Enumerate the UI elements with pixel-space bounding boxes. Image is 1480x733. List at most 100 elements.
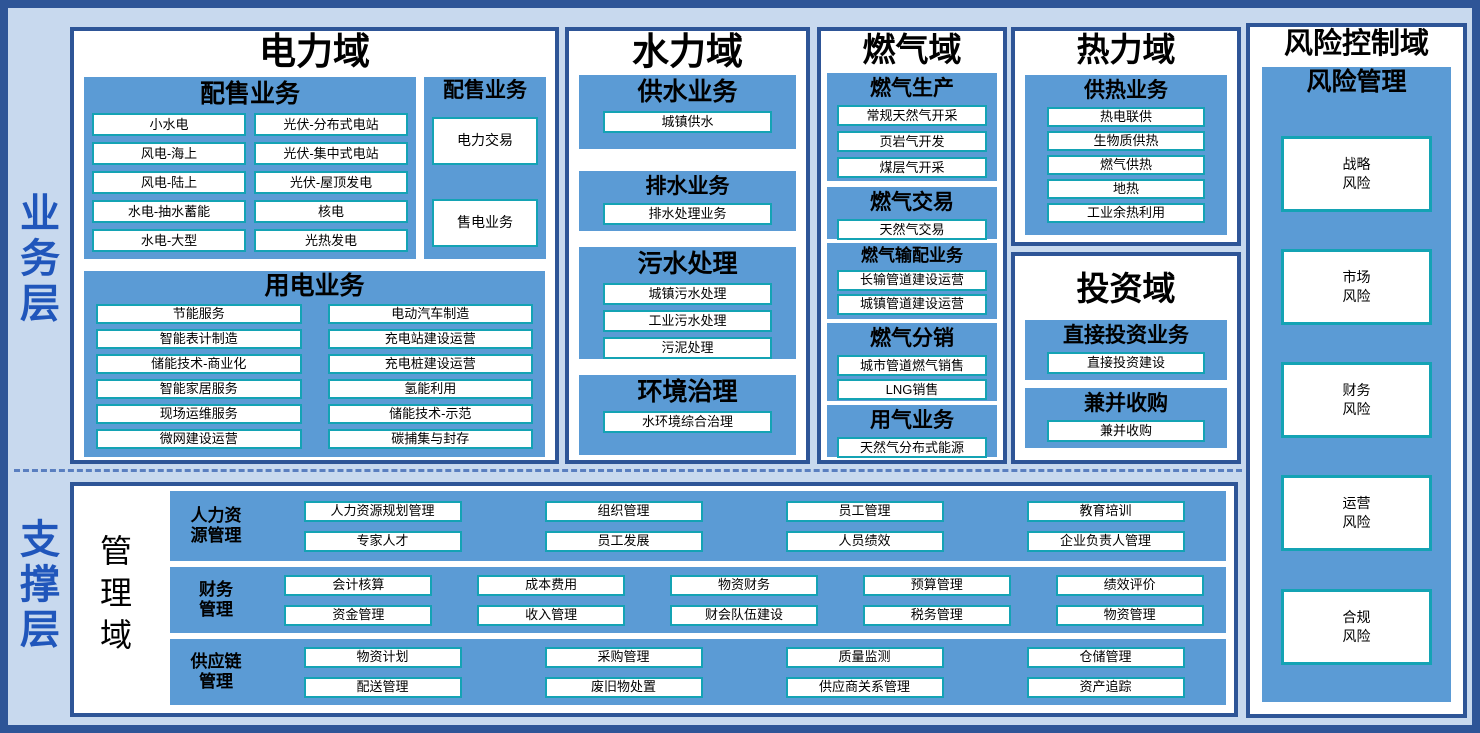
power-gen-grid: 小水电 光伏-分布式电站 风电-海上 光伏-集中式电站 风电-陆上 光伏-屋顶发… bbox=[84, 110, 416, 258]
block-title: 供热业务 bbox=[1084, 79, 1168, 102]
gas-domain-panel: 燃气域 燃气生产 常规天然气开采 页岩气开发 煤层气开采 燃气交易 天然气交易 … bbox=[817, 27, 1007, 464]
heat-domain-title: 热力域 bbox=[1076, 31, 1176, 68]
capability-item: 节能服务 bbox=[96, 304, 302, 325]
capability-item: 工业污水处理 bbox=[602, 310, 773, 333]
capability-item: 收入管理 bbox=[477, 604, 626, 626]
capability-item: 组织管理 bbox=[544, 500, 703, 522]
risk-item: 市场 风险 bbox=[1280, 248, 1433, 325]
row-columns: 会计核算 资金管理 成本费用 收入管理 物资财务 财会队伍建设 预算管理 税务管… bbox=[262, 574, 1226, 626]
capability-item: 教育培训 bbox=[1026, 500, 1185, 522]
capability-item: 企业负责人管理 bbox=[1026, 530, 1185, 552]
capability-item: 会计核算 bbox=[284, 574, 433, 596]
capability-item: 氢能利用 bbox=[327, 379, 533, 400]
block-title: 燃气交易 bbox=[870, 191, 954, 214]
capability-item: 光伏-分布式电站 bbox=[254, 113, 408, 137]
risk-control-domain-panel: 风险控制域 风险管理 战略 风险 市场 风险 财务 风险 运营 风险 合规 风险 bbox=[1246, 23, 1467, 718]
item-column: 教育培训 企业负责人管理 bbox=[1026, 500, 1185, 552]
power-gen-block-title: 配售业务 bbox=[199, 80, 300, 108]
capability-item: 煤层气开采 bbox=[837, 157, 987, 179]
capability-item: 质量监测 bbox=[785, 646, 944, 668]
capability-item: 热电联供 bbox=[1047, 107, 1205, 128]
item-column: 仓储管理 资产追踪 bbox=[1026, 646, 1185, 698]
capability-item: 水环境综合治理 bbox=[602, 411, 773, 434]
capability-item: 碳捕集与封存 bbox=[327, 429, 533, 450]
capability-item: 绩效评价 bbox=[1055, 574, 1204, 596]
item-column: 物资财务 财会队伍建设 bbox=[669, 574, 818, 626]
capability-item: 光伏-集中式电站 bbox=[254, 142, 408, 166]
investment-domain-title: 投资域 bbox=[1076, 270, 1176, 307]
capability-item: 常规天然气开采 bbox=[837, 105, 987, 127]
item-column: 成本费用 收入管理 bbox=[477, 574, 626, 626]
row-label: 财务 管理 bbox=[199, 579, 233, 619]
capability-item: 物资管理 bbox=[1055, 604, 1204, 626]
capability-item: 光热发电 bbox=[254, 229, 408, 253]
gas-usage-block: 用气业务 天然气分布式能源 bbox=[827, 405, 997, 459]
water-domain-title: 水力域 bbox=[632, 31, 743, 72]
capability-item: 储能技术-商业化 bbox=[96, 354, 302, 375]
capability-item: 成本费用 bbox=[477, 574, 626, 596]
risk-item: 战略 风险 bbox=[1280, 135, 1433, 212]
capability-item: 微网建设运营 bbox=[96, 429, 302, 450]
capability-item: 专家人才 bbox=[303, 530, 462, 552]
capability-item: 风电-海上 bbox=[92, 142, 246, 166]
capability-item: 电力交易 bbox=[432, 117, 538, 165]
capability-item: 税务管理 bbox=[862, 604, 1011, 626]
row-label: 人力资 源管理 bbox=[190, 505, 242, 545]
water-sewage-block: 污水处理 城镇污水处理 工业污水处理 污泥处理 bbox=[579, 247, 796, 360]
business-layer-label: 业务层 bbox=[14, 192, 58, 327]
capability-item: 水电-抽水蓄能 bbox=[92, 200, 246, 224]
capability-item: 人员绩效 bbox=[785, 530, 944, 552]
risk-box-list: 战略 风险 市场 风险 财务 风险 运营 风险 合规 风险 bbox=[1262, 98, 1451, 702]
gas-trading-block: 燃气交易 天然气交易 bbox=[827, 187, 997, 241]
capability-item: 人力资源规划管理 bbox=[303, 500, 462, 522]
capability-item: 物资财务 bbox=[669, 574, 818, 596]
power-domain-title: 电力域 bbox=[259, 31, 370, 72]
capability-item: 储能技术-示范 bbox=[327, 404, 533, 425]
capability-item: 智能表计制造 bbox=[96, 329, 302, 350]
hr-management-row: 人力资 源管理 人力资源规划管理 专家人才 组织管理 员工发展 员工管理 人员绩… bbox=[170, 491, 1226, 561]
investment-domain-panel: 投资域 直接投资业务 直接投资建设 兼并收购 兼并收购 bbox=[1011, 252, 1241, 464]
block-title: 风险管理 bbox=[1306, 68, 1407, 96]
power-domain-panel: 电力域 配售业务 小水电 光伏-分布式电站 风电-海上 光伏-集中式电站 风电-… bbox=[70, 27, 559, 464]
water-environment-block: 环境治理 水环境综合治理 bbox=[579, 375, 796, 455]
power-gen-block: 配售业务 小水电 光伏-分布式电站 风电-海上 光伏-集中式电站 风电-陆上 光… bbox=[84, 77, 416, 259]
item-column: 组织管理 员工发展 bbox=[544, 500, 703, 552]
item-column: 员工管理 人员绩效 bbox=[785, 500, 944, 552]
capability-item: 供应商关系管理 bbox=[785, 676, 944, 698]
capability-item: 充电站建设运营 bbox=[327, 329, 533, 350]
block-title: 兼并收购 bbox=[1084, 392, 1168, 415]
item-column: 绩效评价 物资管理 bbox=[1055, 574, 1204, 626]
capability-item: 采购管理 bbox=[544, 646, 703, 668]
capability-item: 污泥处理 bbox=[602, 337, 773, 360]
risk-item: 财务 风险 bbox=[1280, 362, 1433, 439]
capability-item: 充电桩建设运营 bbox=[327, 354, 533, 375]
block-title: 燃气输配业务 bbox=[861, 246, 963, 265]
capability-item: 核电 bbox=[254, 200, 408, 224]
item-column: 物资计划 配送管理 bbox=[303, 646, 462, 698]
gas-production-block: 燃气生产 常规天然气开采 页岩气开发 煤层气开采 bbox=[827, 73, 997, 181]
item-column: 会计核算 资金管理 bbox=[284, 574, 433, 626]
direct-investment-block: 直接投资业务 直接投资建设 bbox=[1025, 320, 1227, 380]
capability-item: 资产追踪 bbox=[1026, 676, 1185, 698]
capability-item: 小水电 bbox=[92, 113, 246, 137]
risk-domain-title: 风险控制域 bbox=[1283, 28, 1429, 60]
power-dist-block: 配售业务 电力交易 售电业务 bbox=[424, 77, 546, 259]
gas-distribution-block: 燃气分销 城市管道燃气销售 LNG销售 bbox=[827, 323, 997, 401]
capability-item: 仓储管理 bbox=[1026, 646, 1185, 668]
power-use-block: 用电业务 节能服务 电动汽车制造 智能表计制造 充电站建设运营 储能技术-商业化… bbox=[84, 271, 545, 457]
capability-item: 财会队伍建设 bbox=[669, 604, 818, 626]
row-label: 供应链 管理 bbox=[190, 651, 242, 691]
water-drainage-block: 排水业务 排水处理业务 bbox=[579, 171, 796, 231]
risk-item: 合规 风险 bbox=[1280, 588, 1433, 665]
capability-item: 天然气交易 bbox=[837, 219, 987, 241]
capability-item: 燃气供热 bbox=[1047, 155, 1205, 176]
row-columns: 物资计划 配送管理 采购管理 废旧物处置 质量监测 供应商关系管理 仓储管理 资… bbox=[262, 646, 1226, 698]
finance-management-row: 财务 管理 会计核算 资金管理 成本费用 收入管理 物资财务 财会队伍建设 预算… bbox=[170, 567, 1226, 633]
capability-item: 水电-大型 bbox=[92, 229, 246, 253]
capability-item: 直接投资建设 bbox=[1047, 352, 1205, 375]
gas-transmission-block: 燃气输配业务 长输管道建设运营 城镇管道建设运营 bbox=[827, 243, 997, 319]
management-domain-panel: 管理域 人力资 源管理 人力资源规划管理 专家人才 组织管理 员工发展 员工管理… bbox=[70, 482, 1238, 717]
block-title: 燃气分销 bbox=[870, 327, 954, 350]
risk-item: 运营 风险 bbox=[1280, 475, 1433, 552]
capability-item: 资金管理 bbox=[284, 604, 433, 626]
